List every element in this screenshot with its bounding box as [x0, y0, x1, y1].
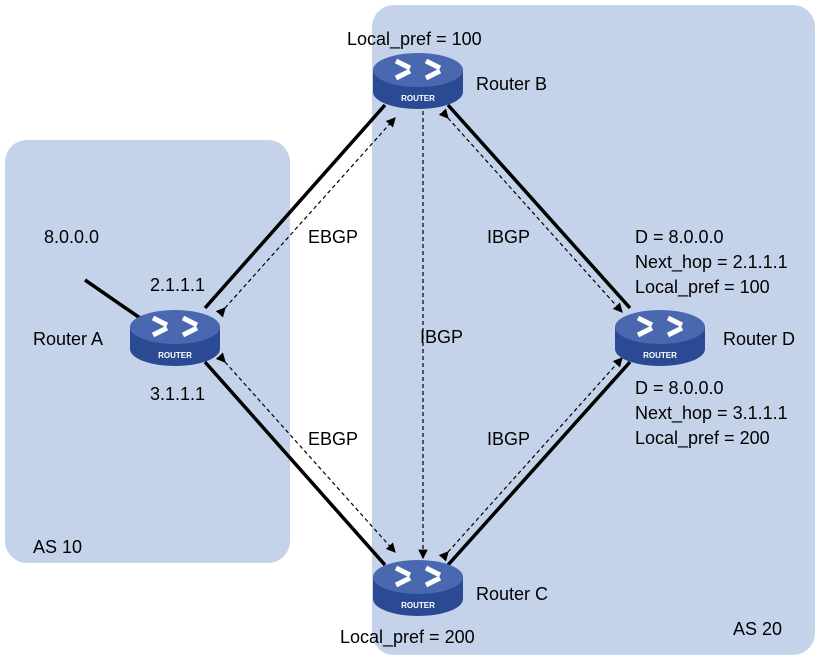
router-d-icon[interactable]: ROUTER	[615, 310, 705, 366]
router-b-icon[interactable]: ROUTER	[373, 53, 463, 109]
ibgp-session-b-d	[438, 108, 623, 313]
network-label: 8.0.0.0	[44, 227, 99, 247]
link-label-ibgp-cd: IBGP	[487, 429, 530, 449]
link-label-ebgp-ab: EBGP	[308, 227, 358, 247]
svg-text:Local_pref = 100: Local_pref = 100	[635, 277, 770, 298]
svg-text:Next_hop = 3.1.1.1: Next_hop = 3.1.1.1	[635, 403, 788, 424]
router-c-local-pref: Local_pref = 200	[340, 627, 475, 648]
as10-label: AS 10	[33, 537, 82, 557]
svg-text:ROUTER: ROUTER	[643, 351, 677, 360]
svg-text:ROUTER: ROUTER	[158, 351, 192, 360]
interface-a-b: 2.1.1.1	[150, 275, 205, 295]
route-entry-2: D = 8.0.0.0 Next_hop = 3.1.1.1 Local_pre…	[635, 378, 788, 449]
link-label-ibgp-bd: IBGP	[487, 227, 530, 247]
ibgp-session-c-d	[438, 357, 623, 562]
svg-text:D = 8.0.0.0: D = 8.0.0.0	[635, 378, 724, 398]
router-d-label: Router D	[723, 329, 795, 349]
ebgp-session-a-c	[215, 352, 396, 553]
svg-text:Local_pref = 200: Local_pref = 200	[635, 428, 770, 449]
router-c-icon[interactable]: ROUTER	[373, 560, 463, 616]
as20-label: AS 20	[733, 619, 782, 639]
router-b-label: Router B	[476, 74, 547, 94]
router-b-local-pref: Local_pref = 100	[347, 29, 482, 50]
route-entry-1: D = 8.0.0.0 Next_hop = 2.1.1.1 Local_pre…	[635, 227, 788, 298]
network-link	[84, 278, 141, 320]
link-label-ebgp-ac: EBGP	[308, 429, 358, 449]
ebgp-session-a-b	[215, 117, 396, 318]
router-a-label: Router A	[33, 329, 103, 349]
svg-text:ROUTER: ROUTER	[401, 94, 435, 103]
router-a-icon[interactable]: ROUTER	[130, 310, 220, 366]
svg-text:ROUTER: ROUTER	[401, 601, 435, 610]
router-c-label: Router C	[476, 584, 548, 604]
interface-a-c: 3.1.1.1	[150, 384, 205, 404]
link-label-ibgp-bc: IBGP	[420, 327, 463, 347]
svg-text:D = 8.0.0.0: D = 8.0.0.0	[635, 227, 724, 247]
svg-text:Next_hop = 2.1.1.1: Next_hop = 2.1.1.1	[635, 252, 788, 273]
